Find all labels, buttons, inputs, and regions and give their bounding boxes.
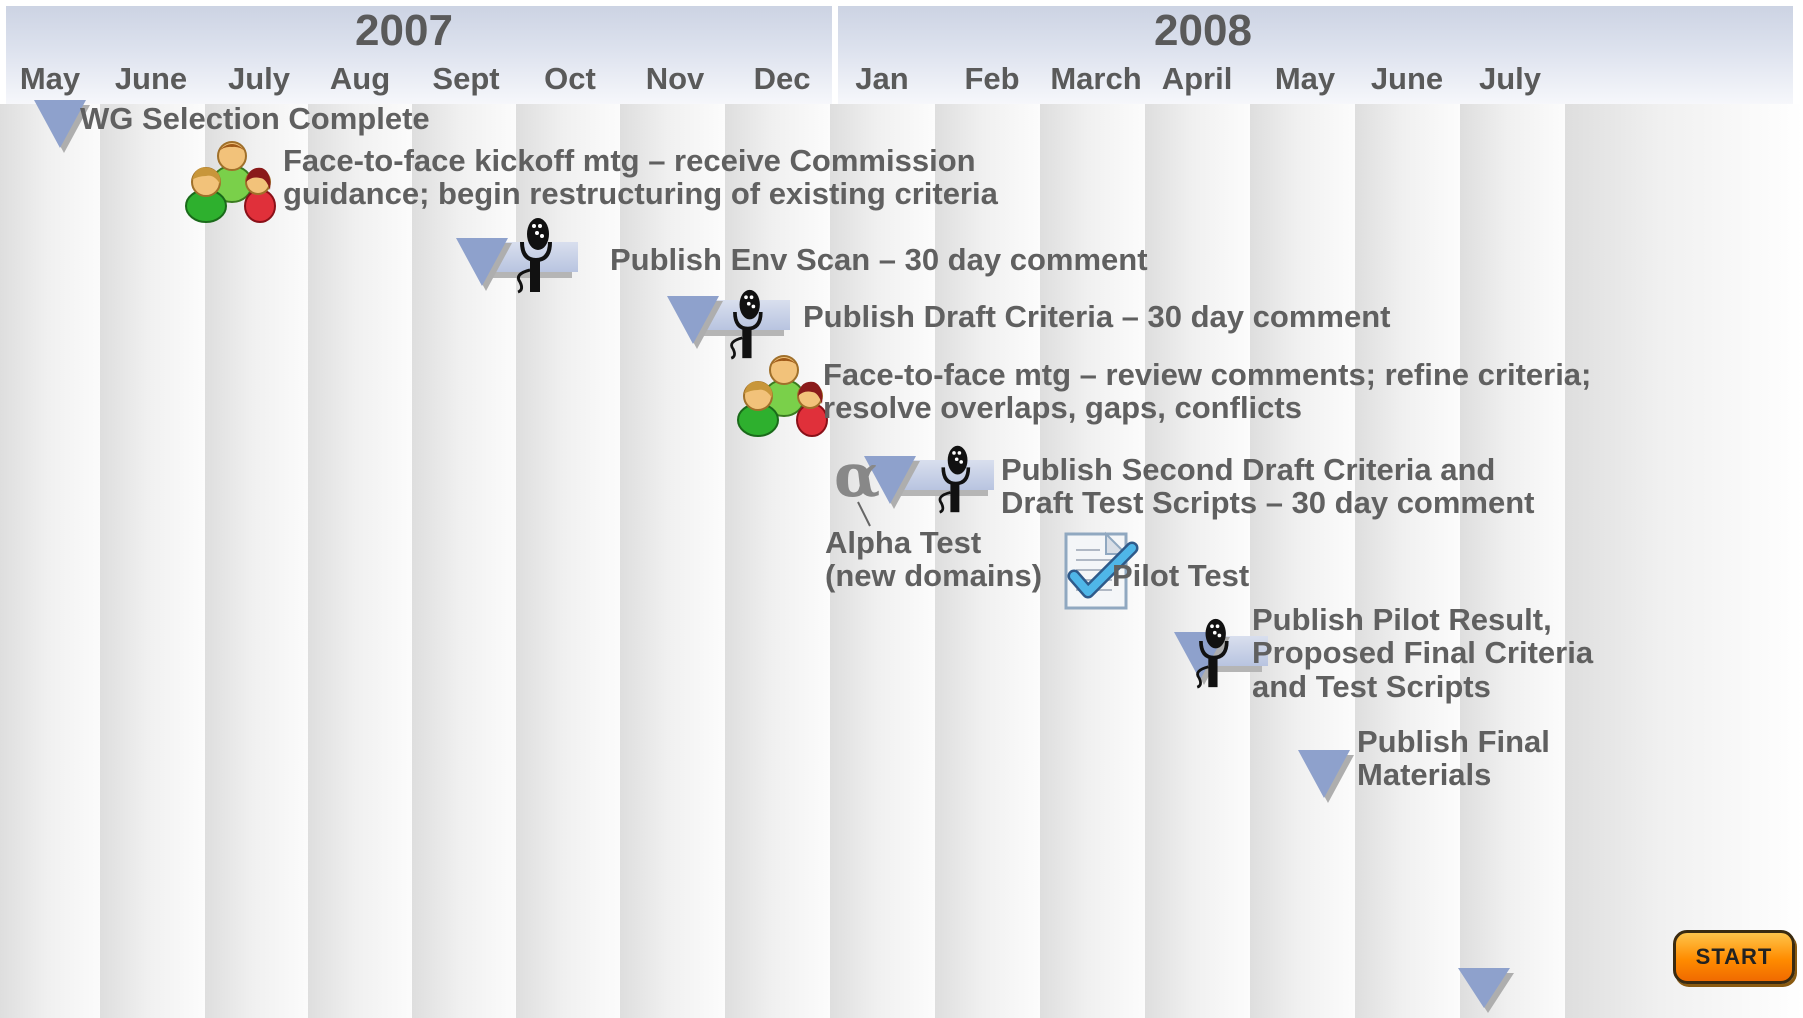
milestone-marker [864,456,916,504]
month-label: July [1478,61,1542,96]
milestone-label: Publish Pilot Result, [1252,602,1552,637]
year-band-2008 [838,6,1793,104]
milestone-label: resolve overlaps, gaps, conflicts [823,390,1302,425]
microphone-icon [516,218,552,294]
publish-bar [902,460,994,490]
month-label: April [1161,61,1233,96]
microphone-icon [938,445,971,514]
milestone-marker [1298,750,1350,798]
milestone-label: WG Selection Complete [80,101,430,136]
month-label: Sept [432,61,500,96]
month-label: Dec [753,61,811,96]
milestone-label: (new domains) [825,558,1043,593]
start-button[interactable]: START [1673,930,1795,984]
milestone-marker [34,100,86,148]
month-label: Oct [544,61,596,96]
milestone-label: Materials [1357,757,1492,792]
month-label: June [114,61,188,96]
milestone-label: Publish Final [1357,724,1550,759]
people-meeting-icon [185,141,276,223]
month-label: Aug [329,61,391,96]
milestone-label: Face-to-face kickoff mtg – receive Commi… [283,143,976,178]
milestone-label: Proposed Final Criteria [1252,635,1594,670]
milestone-label: Publish Second Draft Criteria and [1001,452,1496,487]
year-band-2007 [6,6,832,104]
checklist-icon [1064,531,1139,610]
milestone-label: Publish Env Scan – 30 day comment [610,242,1148,277]
month-label: Nov [645,61,705,96]
milestone-marker [456,238,508,286]
month-label: June [1370,61,1444,96]
alpha-pointer-line [857,501,871,527]
milestone-label: Draft Test Scripts – 30 day comment [1001,485,1535,520]
milestone-label: Publish Draft Criteria – 30 day comment [803,299,1391,334]
milestone-label: Alpha Test [825,525,982,560]
alpha-symbol: α [834,441,881,511]
year-label-2008: 2008 [1154,6,1252,55]
people-meeting-icon [737,355,828,437]
month-label: Feb [964,61,1020,96]
milestone-label: guidance; begin restructuring of existin… [283,176,998,211]
milestone-marker [667,296,719,344]
milestone-label: Face-to-face mtg – review comments; refi… [823,357,1592,392]
milestone-marker [1458,968,1510,1008]
month-label: July [227,61,291,96]
month-label: Jan [855,61,909,96]
month-label: May [1274,61,1336,96]
month-label: May [19,61,81,96]
milestone-label: Pilot Test [1112,558,1250,593]
microphone-icon [1196,618,1229,689]
month-label: March [1050,61,1142,96]
year-label-2007: 2007 [355,6,453,55]
microphone-icon [730,289,763,360]
milestone-label: and Test Scripts [1252,669,1491,704]
